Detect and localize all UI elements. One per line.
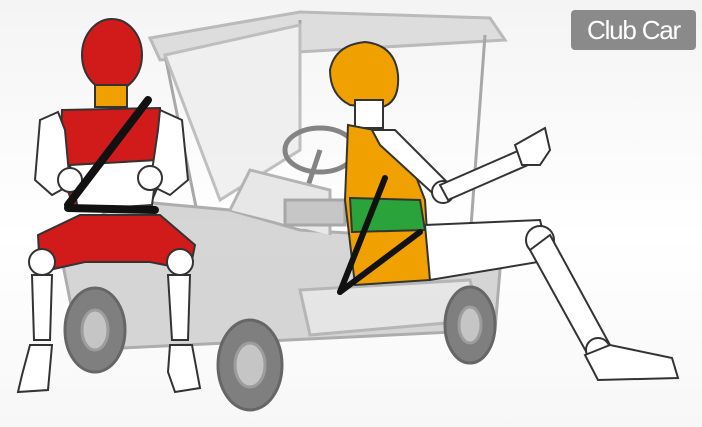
- brand-logo: Club Car: [571, 10, 696, 50]
